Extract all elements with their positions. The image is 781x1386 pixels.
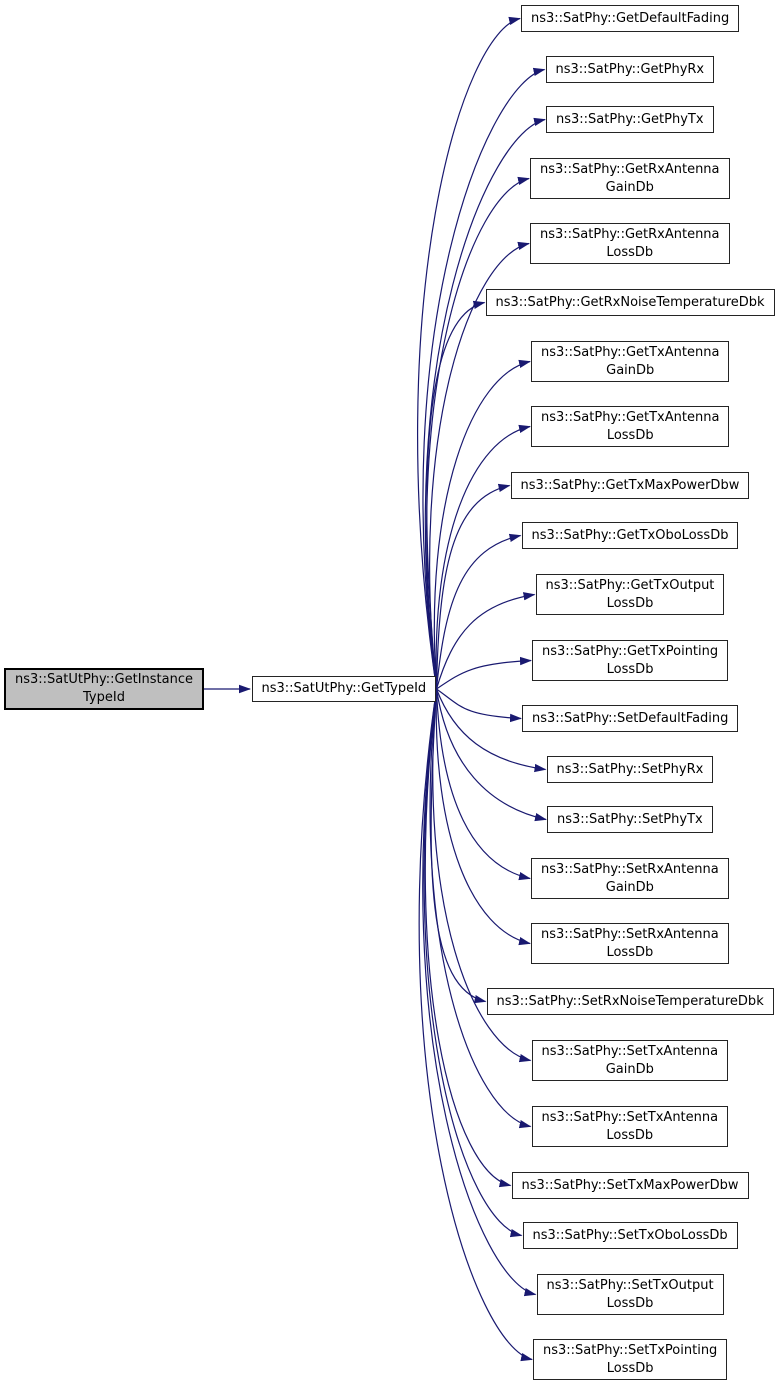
graph-node-label: GainDb	[605, 179, 654, 195]
graph-node-label: ns3::SatPhy::SetTxOutput	[546, 1277, 714, 1293]
graph-node-label: ns3::SatPhy::GetRxAntenna	[540, 226, 720, 242]
graph-node-label: LossDb	[606, 1360, 654, 1376]
graph-node-label: LossDb	[606, 595, 654, 611]
graph-node-set-tx-max-power-dbw[interactable]: ns3::SatPhy::SetTxMaxPowerDbw	[511, 1172, 749, 1199]
graph-node-label: ns3::SatPhy::SetPhyTx	[557, 811, 703, 827]
graph-node-label: ns3::SatPhy::SetRxAntenna	[541, 926, 719, 942]
edge-hub-to-set-rx-antenna-gain-db	[435, 688, 531, 881]
graph-node-get-tx-max-power-dbw[interactable]: ns3::SatPhy::GetTxMaxPowerDbw	[510, 472, 750, 499]
graph-node-label: ns3::SatPhy::SetTxPointing	[543, 1342, 718, 1358]
graph-node-label: LossDb	[606, 244, 654, 260]
graph-node-label: ns3::SatPhy::SetRxNoiseTemperatureDbk	[496, 993, 764, 1009]
graph-node-label: ns3::SatPhy::GetTxOutput	[545, 577, 715, 593]
graph-node-set-phy-rx[interactable]: ns3::SatPhy::SetPhyRx	[546, 756, 714, 783]
edge-hub-to-get-tx-output-loss-db	[435, 592, 536, 690]
graph-node-label: TypeId	[83, 690, 125, 705]
edge-hub-to-get-rx-antenna-gain-db	[426, 176, 530, 690]
graph-node-label: ns3::SatUtPhy::GetInstance	[14, 672, 194, 687]
edge-hub-to-set-default-fading	[436, 688, 522, 723]
graph-node-set-tx-obo-loss-db[interactable]: ns3::SatPhy::SetTxOboLossDb	[522, 1222, 738, 1249]
graph-node-label: ns3::SatPhy::GetRxNoiseTemperatureDbk	[495, 294, 765, 310]
edge-hub-to-get-tx-pointing-loss-db	[436, 656, 532, 690]
edge-hub-to-set-rx-antenna-loss-db	[435, 688, 531, 946]
edge-hub-to-get-default-fading	[417, 16, 521, 690]
graph-node-label: ns3::SatPhy::GetTxAntenna	[541, 344, 720, 360]
edge-hub-to-set-tx-pointing-loss-db	[418, 688, 533, 1362]
edge-hub-to-get-rx-noise-temperature-dbk	[426, 300, 486, 690]
graph-node-set-phy-tx[interactable]: ns3::SatPhy::SetPhyTx	[547, 806, 713, 833]
graph-node-label: ns3::SatPhy::SetTxMaxPowerDbw	[521, 1177, 739, 1193]
graph-node-label: ns3::SatPhy::GetPhyRx	[555, 61, 705, 77]
edge-hub-to-set-rx-noise-temperature-dbk	[430, 688, 487, 1004]
graph-node-set-rx-noise-temperature-dbk[interactable]: ns3::SatPhy::SetRxNoiseTemperatureDbk	[486, 988, 774, 1015]
graph-node-label: ns3::SatPhy::SetTxOboLossDb	[532, 1227, 728, 1243]
edge-hub-to-get-phy-rx	[422, 67, 546, 690]
graph-node-label: LossDb	[606, 944, 654, 960]
graph-node-get-tx-obo-loss-db[interactable]: ns3::SatPhy::GetTxOboLossDb	[521, 522, 739, 549]
graph-node-label: ns3::SatPhy::GetRxAntenna	[540, 161, 720, 177]
graph-node-set-default-fading[interactable]: ns3::SatPhy::SetDefaultFading	[522, 705, 739, 732]
graph-node-get-phy-rx[interactable]: ns3::SatPhy::GetPhyRx	[545, 56, 715, 83]
edge-hub-to-get-tx-max-power-dbw	[435, 483, 511, 690]
graph-node-hub[interactable]: ns3::SatUtPhy::GetTypeId	[251, 676, 437, 702]
graph-node-label: GainDb	[605, 879, 654, 895]
edge-hub-to-set-tx-antenna-loss-db	[429, 688, 532, 1129]
graph-node-label: LossDb	[606, 1295, 654, 1311]
graph-node-label: ns3::SatPhy::GetTxMaxPowerDbw	[520, 477, 740, 493]
graph-node-get-phy-tx[interactable]: ns3::SatPhy::GetPhyTx	[546, 106, 714, 133]
graph-node-label: GainDb	[605, 1061, 654, 1077]
edge-hub-to-set-tx-obo-loss-db	[423, 688, 523, 1238]
graph-node-label: ns3::SatPhy::GetPhyTx	[556, 111, 704, 127]
graph-node-label: ns3::SatPhy::SetRxAntenna	[541, 861, 719, 877]
graph-node-label: LossDb	[606, 661, 654, 677]
graph-node-label: ns3::SatPhy::SetPhyRx	[556, 761, 704, 777]
edge-hub-to-get-phy-tx	[424, 117, 546, 690]
graph-node-label: ns3::SatPhy::GetTxAntenna	[541, 409, 720, 425]
edge-hub-to-set-tx-max-power-dbw	[424, 688, 512, 1188]
graph-node-label: LossDb	[606, 427, 654, 443]
graph-node-label: LossDb	[606, 1127, 654, 1143]
graph-node-label: ns3::SatPhy::GetTxOboLossDb	[531, 527, 729, 543]
graph-node-label: ns3::SatPhy::GetDefaultFading	[531, 10, 730, 26]
graph-node-label: ns3::SatPhy::SetTxAntenna	[541, 1043, 719, 1059]
graph-node-label: ns3::SatUtPhy::GetTypeId	[261, 681, 427, 696]
edge-hub-to-get-tx-obo-loss-db	[435, 533, 522, 690]
graph-node-label: ns3::SatPhy::SetDefaultFading	[532, 710, 729, 726]
graph-node-get-rx-noise-temperature-dbk[interactable]: ns3::SatPhy::GetRxNoiseTemperatureDbk	[485, 289, 775, 316]
graph-node-label: GainDb	[606, 362, 655, 378]
graph-node-label: ns3::SatPhy::SetTxAntenna	[541, 1109, 719, 1125]
graph-node-get-default-fading[interactable]: ns3::SatPhy::GetDefaultFading	[521, 5, 740, 32]
graph-node-label: ns3::SatPhy::GetTxPointing	[542, 643, 719, 659]
edge-hub-to-get-tx-antenna-loss-db	[435, 424, 531, 690]
edge-hub-to-get-tx-antenna-gain-db	[433, 359, 531, 690]
